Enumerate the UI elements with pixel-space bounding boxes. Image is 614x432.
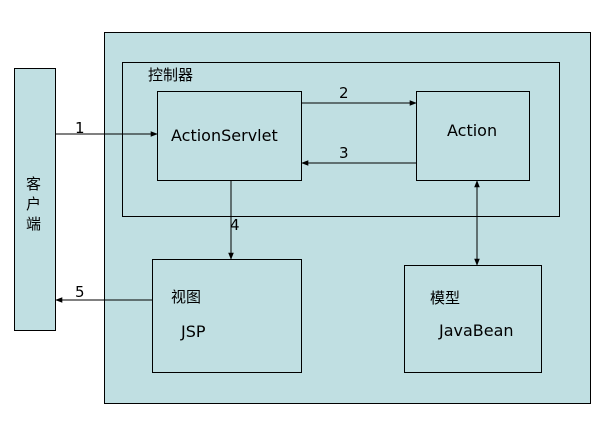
action-servlet-box — [157, 91, 302, 181]
action-box — [416, 91, 530, 181]
step-3-label: 3 — [339, 144, 349, 162]
client-char-2: 户 — [26, 195, 42, 213]
step-4-label: 4 — [230, 216, 240, 234]
action-label: Action — [447, 121, 498, 140]
model-label: JavaBean — [439, 321, 514, 340]
step-1-label: 1 — [75, 119, 85, 137]
client-box — [14, 68, 56, 331]
model-box — [404, 265, 542, 373]
step-5-label: 5 — [75, 283, 85, 301]
client-label: 客 户 端 — [26, 174, 41, 234]
view-box — [152, 259, 302, 373]
view-label: JSP — [181, 322, 206, 341]
client-char-1: 客 — [26, 175, 42, 193]
action-servlet-label: ActionServlet — [171, 126, 278, 145]
model-title: 模型 — [430, 289, 461, 307]
client-char-3: 端 — [26, 215, 42, 233]
view-title: 视图 — [171, 288, 202, 306]
controller-title: 控制器 — [148, 66, 194, 84]
step-2-label: 2 — [339, 84, 349, 102]
